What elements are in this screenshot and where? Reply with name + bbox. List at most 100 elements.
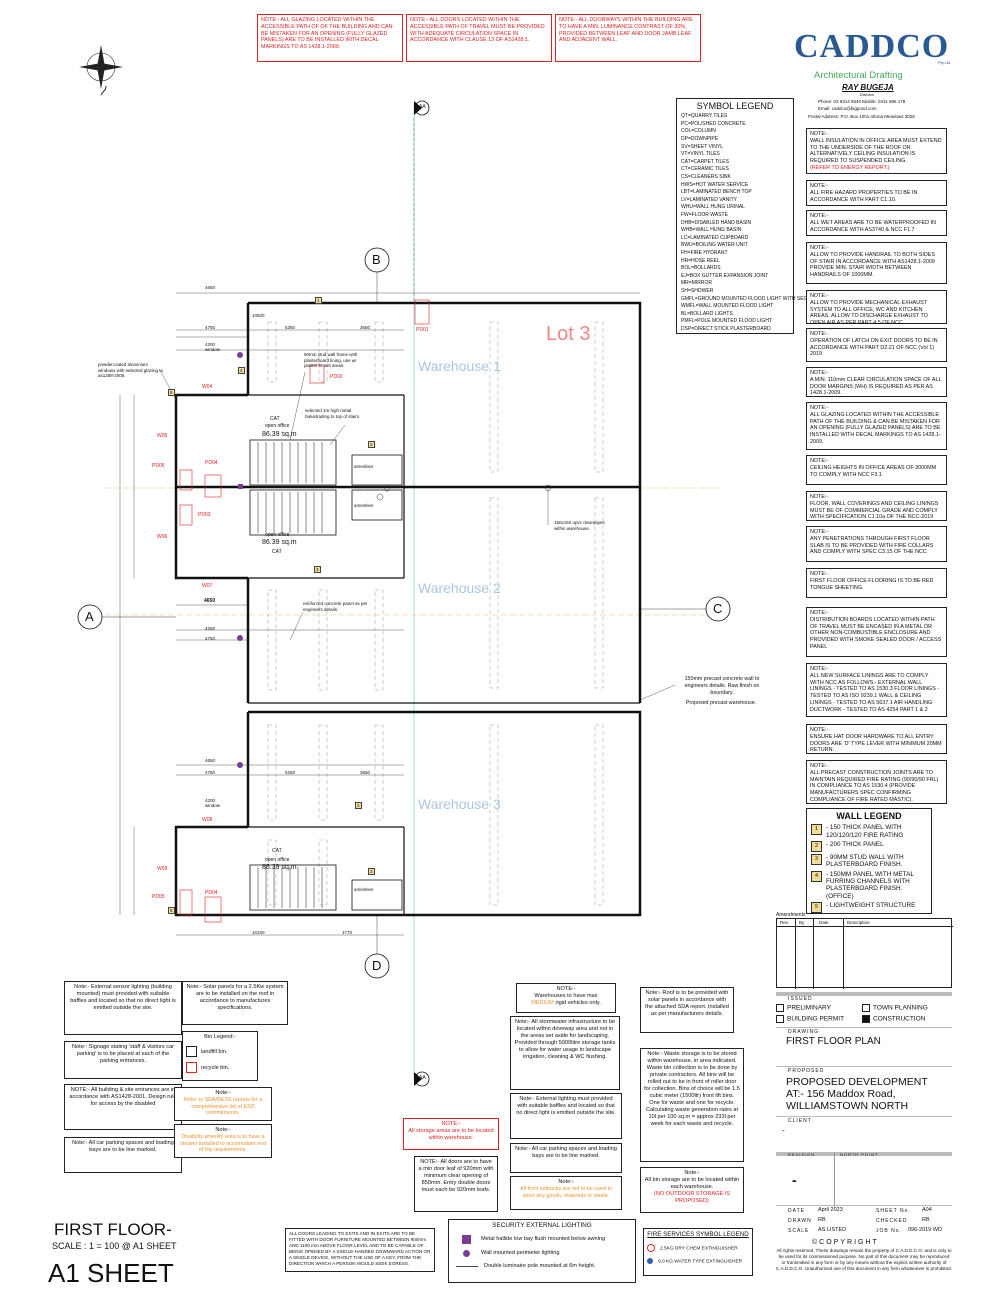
checked-value: RB xyxy=(922,1217,930,1223)
note-door-furniture: ALL DOORS LEADING TO EXITS AND IN EXITS … xyxy=(285,1228,435,1272)
dim-4750-low: 4750 xyxy=(205,770,216,775)
opt-preliminary: PRELIMINARY xyxy=(776,1004,831,1012)
dim-3650-low: 3650 xyxy=(360,770,371,775)
revision-label: REVISION xyxy=(788,1152,816,1157)
note-car-parking-2: Note:- All car parking spaces and loadin… xyxy=(510,1143,622,1173)
symbol-legend-item: GMFL=GROUND MOUNTED FLOOD LIGHT WITH SEC… xyxy=(681,295,838,302)
logo-role: Director xyxy=(860,92,875,97)
tag-w04: W04 xyxy=(202,384,213,390)
dim-4200-mid: 4200 xyxy=(205,626,216,631)
wall-legend-list: 1- 150 THICK PANEL WITH 120/120/120 FIRE… xyxy=(811,824,927,914)
scale-label: SCALE xyxy=(788,1228,810,1234)
side-note: NOTE:-WALL INSULATION IN OFFICE AREA MUS… xyxy=(806,128,947,174)
wall-legend-item: 5- LIGHTWEIGHT STRUCTURE xyxy=(811,902,927,914)
symbol-legend-item: DHB=DISABLED HAND BASIN xyxy=(681,219,752,226)
symbol-legend-item: HWS=HOT WATER SERVICE xyxy=(681,181,749,188)
note-vehicles: NOTE:- Warehouses to have max MEDIUM rig… xyxy=(516,983,616,1013)
title-block: ISSUED PRELIMINARY TOWN PLANNING BUILDIN… xyxy=(776,992,952,1292)
amend-col-rev: Rev. xyxy=(780,920,789,925)
wall-tag-3c: 3 xyxy=(368,868,375,875)
symbol-legend-item: BL=BOLLARD LIGHTS xyxy=(681,310,733,317)
fire-services-legend: FIRE SERVICES SYMBOL LEGEND 2.5KG DRY CH… xyxy=(643,1228,753,1276)
note-sensor-lighting: Note:- External sensor lighting (buildin… xyxy=(64,981,182,1035)
symbol-legend-item: WHB=WALL HUNG BASIN xyxy=(681,227,742,234)
tag-w09: W09 xyxy=(157,866,168,872)
side-note: NOTE:-ANY PENETRATIONS THROUGH FIRST FLO… xyxy=(806,526,947,562)
warehouse-3-label: Warehouse 3 xyxy=(418,796,501,812)
amendments-title: Amendments xyxy=(776,912,806,918)
date-label: DATE xyxy=(788,1208,805,1214)
proposed-line-1: PROPOSED DEVELOPMENT xyxy=(786,1076,928,1088)
symbol-legend-item: PC=POLISHED CONCRETE xyxy=(681,120,746,127)
proposed-line-2: AT:- 156 Maddox Road, xyxy=(786,1088,896,1100)
amenities-3: amenities xyxy=(354,887,374,892)
office2-area: 86.39 sq.m xyxy=(262,539,297,546)
logo-email: Email: caddco@bigpond.com xyxy=(818,106,877,111)
side-note: NOTE:-A MIN. 110mm CLEAR CIRCULATION SPA… xyxy=(806,367,947,397)
logo-brand: CADDCO xyxy=(794,28,950,65)
fire-item-2: 9.0 KG WATER TYPE EXTINGUISHER xyxy=(647,1258,749,1265)
dim-4750-top: 4750 xyxy=(205,325,216,330)
annotation-proposed: Proposed precast warehouse. xyxy=(685,700,757,706)
wall-legend-item: 4- 150MM PANEL WITH METAL FURRING CHANNE… xyxy=(811,870,927,900)
logo-tagline: Architectural Drafting xyxy=(814,70,903,81)
bin-legend-title: Bin Legend:- xyxy=(204,1034,236,1040)
opt-town-planning: TOWN PLANNING xyxy=(862,1004,928,1012)
side-note: NOTE:-ALLOW TO PROVIDE HANDRAIL TO BOTH … xyxy=(806,242,947,284)
symbol-legend-item: SV=SHEET VINYL xyxy=(681,143,724,150)
copyright-text: All rights reserved. These drawings rema… xyxy=(776,1248,952,1271)
amenities-2: amenities xyxy=(354,503,374,508)
note-storage-areas: NOTE:- All storage areas are to be locat… xyxy=(403,1118,499,1150)
dry-chem-extinguisher-icon xyxy=(647,1243,655,1252)
note-stormwater: Note:- All stormwater infrastructure to … xyxy=(510,1016,620,1090)
tag-w05: W05 xyxy=(157,433,168,439)
wall-light-icon xyxy=(463,1250,470,1257)
warehouse-2-label: Warehouse 2 xyxy=(418,580,501,596)
side-note: NOTE:-FIRST FLOOR OFFICE FLOORING IS TO … xyxy=(806,568,947,598)
note-esd: Note:- Refer to SDA/BESS reports for a c… xyxy=(174,1087,272,1121)
annotation-balustrade: selected 1m high metal balustrading to t… xyxy=(305,408,361,419)
annotation-windows: powdercoated aluminium windows with sele… xyxy=(98,362,164,379)
wall-tag-5a: 5 xyxy=(168,389,175,396)
symbol-legend-item: SH=SHOWER xyxy=(681,287,714,294)
symbol-legend-item: LV=LAMINATED VANITY xyxy=(681,196,737,203)
dim-4650-low: 4650 xyxy=(205,758,216,763)
note-door-sizes: NOTE:- All doors are to have a min door … xyxy=(414,1156,498,1212)
symbol-legend-item: EJ=BOX GUTTER EXPANSION JOINT xyxy=(681,272,769,279)
logo-person: RAY BUGEJA xyxy=(842,83,894,92)
symbol-legend-item: LC=LAMINATED CUPBOARD xyxy=(681,234,749,241)
lowbay-light-icon xyxy=(462,1235,471,1244)
tag-pd02: PD02 xyxy=(330,374,343,380)
side-note: NOTE:-ALL NEW SURFACE LININGS ARE TO COM… xyxy=(806,663,947,717)
section-top-label: AA xyxy=(419,104,426,110)
symbol-legend-item: FW=FLOOR WASTE xyxy=(681,211,728,218)
symbol-legend-item: DP=DOWNPIPE xyxy=(681,136,719,143)
dim-3650-top: 3650 xyxy=(360,325,371,330)
dim-10100: 10100 xyxy=(252,930,265,935)
grid-a-label: A xyxy=(85,609,94,624)
office2-open-office: open office xyxy=(265,532,290,538)
office1-cat: CAT xyxy=(270,416,280,422)
note-roof-solar: Note:- Roof is to be provided with solar… xyxy=(640,987,734,1033)
side-note: NOTE:-ALL FIRE HAZARD PROPERTIES TO BE I… xyxy=(806,180,947,206)
note-entrances: NOTE:- All building & site entrances are… xyxy=(64,1084,182,1130)
checked-label: CHECKED xyxy=(876,1218,908,1224)
symbol-legend-title: SYMBOL LEGEND xyxy=(696,101,774,111)
bin-legend: Bin Legend:- landfill bin. recycle bin. xyxy=(182,1031,258,1081)
symbol-legend-item: BWU=BOILING WATER UNIT xyxy=(681,242,748,249)
wall-tag-3a: 3 xyxy=(368,441,375,448)
security-item-1: Metal hallide low bay flush mounted belo… xyxy=(452,1235,632,1244)
annotation-downpipes: 150x150 upvc downpipes within warehouse. xyxy=(554,520,605,531)
side-note: NOTE:-ENSURE HAT DOOR HARDWARE TO ALL EN… xyxy=(806,724,947,754)
opt-building-permit: BUILDING PERMIT xyxy=(776,1015,844,1023)
symbol-legend-item: MR=MIRROR xyxy=(681,280,712,287)
tag-pd04-a: PD04 xyxy=(205,460,218,466)
job-value: 096-2019 WD xyxy=(908,1227,942,1233)
floor-title: FIRST FLOOR- xyxy=(54,1220,172,1239)
side-note: NOTE:-FLOOR, WALL COVERINGS AND CEILING … xyxy=(806,491,947,521)
tag-pd04-b: PD04 xyxy=(205,890,218,896)
dim-4750-mid: 4750 xyxy=(205,636,216,641)
dim-window-low: window xyxy=(205,803,221,808)
